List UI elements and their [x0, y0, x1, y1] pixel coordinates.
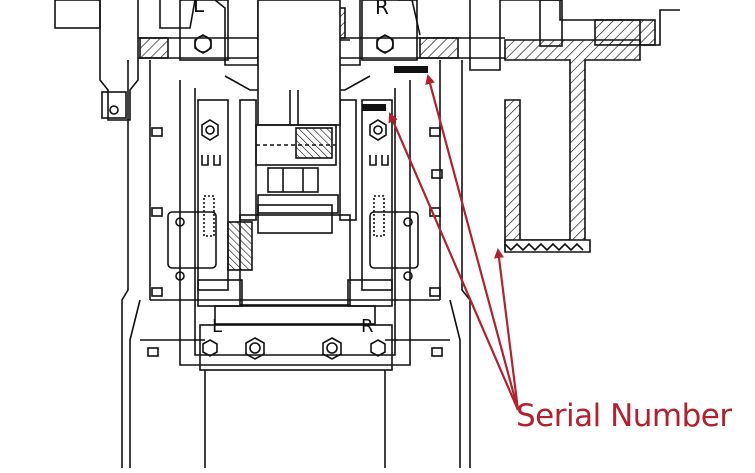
lower-left-block: [197, 279, 243, 307]
upper-right-mark: R: [375, 0, 389, 19]
upper-left-mark: L: [193, 0, 205, 17]
right-gasket-hatch: [419, 37, 459, 59]
side-bolts: [147, 127, 443, 357]
top-left-block: [54, 0, 101, 29]
serial-plate-lower: [362, 104, 386, 111]
pulley-housing: [504, 39, 641, 251]
left-spring-hatch: [227, 221, 253, 271]
serial-number-label: Serial Number: [516, 398, 732, 434]
left-lever-arm: [99, 0, 139, 121]
serial-plate-upper: [394, 66, 428, 73]
callout-arrow-lower: [388, 112, 520, 411]
left-lever-bolt: [109, 105, 119, 115]
shaft-nut: [267, 167, 319, 193]
callout-arrow-upper: [425, 74, 520, 411]
left-side-pad: [167, 211, 217, 269]
left-lever-plate: [101, 91, 127, 119]
center-block: [239, 214, 351, 306]
right-column: [539, 0, 563, 47]
upper-left-housing: [179, 0, 229, 61]
right-guide-column: [361, 99, 393, 291]
left-gasket-hatch: [139, 37, 169, 59]
central-shaft: [257, 0, 341, 126]
callout-arrow-housing: [494, 248, 520, 411]
lower-left-mark: L: [212, 316, 222, 337]
lower-right-mark: R: [361, 316, 374, 337]
left-guide-column: [197, 99, 229, 291]
right-side-pad: [369, 211, 419, 269]
lower-right-block: [347, 279, 393, 307]
upper-right-housing: [361, 0, 418, 61]
base-plate: [199, 324, 393, 371]
